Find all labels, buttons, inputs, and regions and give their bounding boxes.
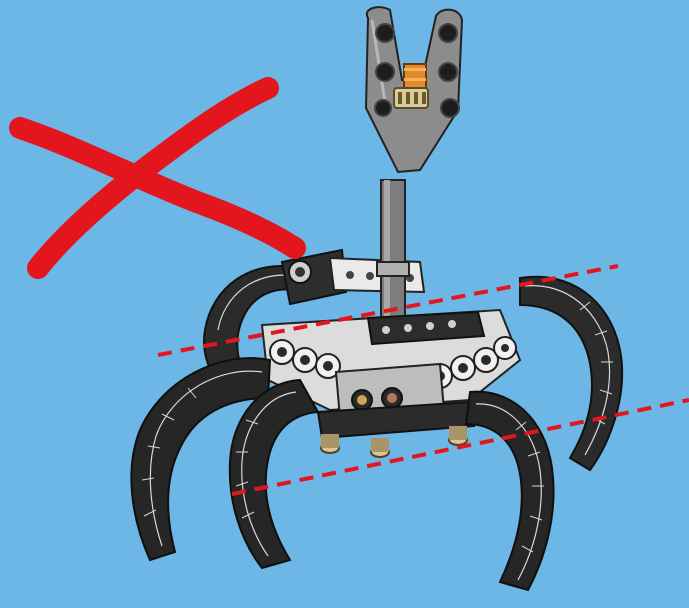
illustration-canvas — [0, 0, 689, 608]
claw-illustration — [0, 0, 689, 608]
